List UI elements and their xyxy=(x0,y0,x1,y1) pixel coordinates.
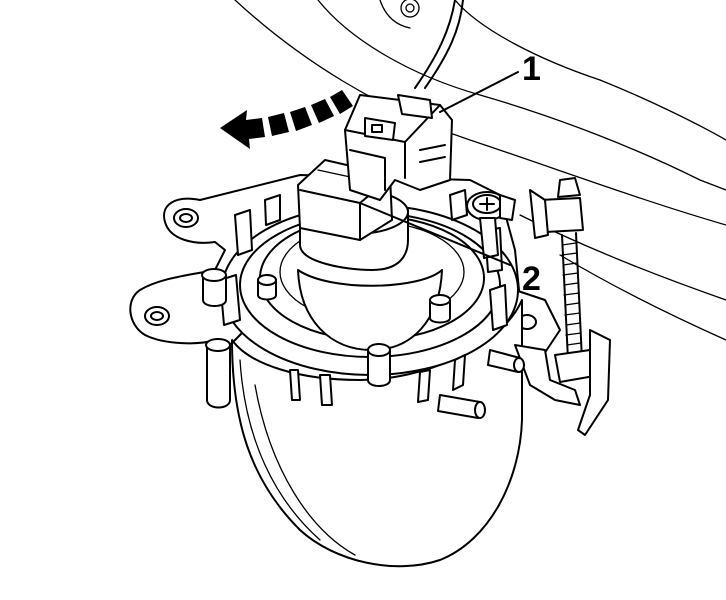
adjuster-screw xyxy=(514,177,611,436)
callout-1-label: 1 xyxy=(522,50,541,88)
wiring-harness xyxy=(414,0,464,89)
mounting-screw xyxy=(466,191,516,259)
lamp-housing xyxy=(231,299,523,568)
leader-line-1 xyxy=(439,71,519,113)
locating-pins xyxy=(437,349,525,419)
mounting-posts xyxy=(201,268,451,409)
leader-line-2 xyxy=(359,202,511,266)
callout-2-label: 2 xyxy=(522,260,541,298)
bulb-socket xyxy=(297,159,409,271)
curved-arrow-left-icon xyxy=(220,90,353,149)
wiring-plug xyxy=(344,94,453,201)
leader-lines xyxy=(359,71,519,266)
